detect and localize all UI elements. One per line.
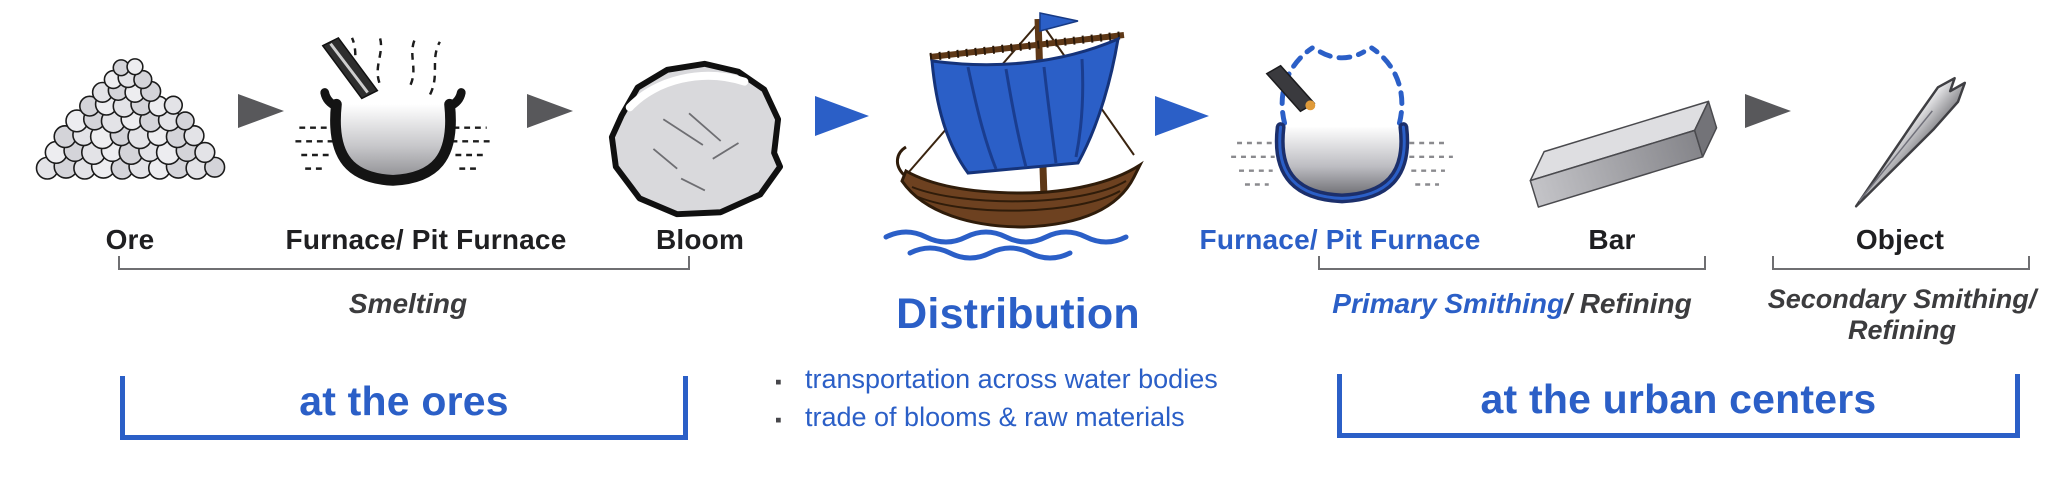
bullet-text: trade of blooms & raw materials xyxy=(805,402,1185,432)
pit-furnace-icon xyxy=(295,35,491,186)
refining-text: / Refining xyxy=(1564,288,1692,319)
arrow-right-icon xyxy=(1155,96,1209,136)
secondary-smithing-label: Secondary Smithing/ Refining xyxy=(1652,284,2048,346)
arrow-right-icon xyxy=(1745,94,1791,128)
square-bullet-icon: ▪ xyxy=(775,372,782,393)
distribution-title: Distribution xyxy=(896,290,1140,338)
arrow-right-icon xyxy=(815,96,869,136)
bloom-icon xyxy=(608,60,784,218)
sailing-ship-icon xyxy=(883,12,1144,261)
stage-label-object: Object xyxy=(1855,224,1945,255)
bullet-item: ▪ trade of blooms & raw materials xyxy=(775,400,1335,438)
arrow-right-icon xyxy=(238,94,284,128)
at-the-ores-bracket: at the ores xyxy=(120,376,688,440)
distribution-bullets: ▪ transportation across water bodies ▪ t… xyxy=(775,362,1335,438)
stage-label-furnace-smelting: Furnace/ Pit Furnace xyxy=(285,224,567,255)
smelting-bracket xyxy=(118,256,690,270)
pointed-tool-icon xyxy=(1854,76,1967,208)
metal-bar-icon xyxy=(1529,100,1718,208)
at-the-urban-centers-label: at the urban centers xyxy=(1480,376,1877,422)
secondary-smithing-line1: Secondary Smithing/ xyxy=(1767,284,2037,314)
square-bullet-icon: ▪ xyxy=(775,410,782,431)
arrow-right-icon xyxy=(527,94,573,128)
pit-furnace-blue-icon xyxy=(1231,45,1453,204)
primary-smithing-bracket xyxy=(1318,256,1706,270)
at-the-urban-centers-bracket: at the urban centers xyxy=(1337,374,2020,438)
secondary-smithing-bracket xyxy=(1772,256,2030,270)
stage-label-ore: Ore xyxy=(105,224,155,255)
secondary-smithing-line2: Refining xyxy=(1848,315,1956,345)
at-the-ores-label: at the ores xyxy=(299,378,509,424)
bullet-text: transportation across water bodies xyxy=(805,364,1218,394)
smelting-label: Smelting xyxy=(348,288,468,319)
ore-pile-icon xyxy=(35,58,226,180)
stage-label-bar: Bar xyxy=(1588,224,1636,255)
bullet-item: ▪ transportation across water bodies xyxy=(775,362,1335,400)
stage-label-furnace-smithing: Furnace/ Pit Furnace xyxy=(1199,224,1481,255)
primary-smithing-label: Primary Smithing/ Refining xyxy=(1262,288,1762,320)
stage-label-bloom: Bloom xyxy=(655,224,745,255)
primary-smithing-text: Primary Smithing xyxy=(1332,288,1565,319)
